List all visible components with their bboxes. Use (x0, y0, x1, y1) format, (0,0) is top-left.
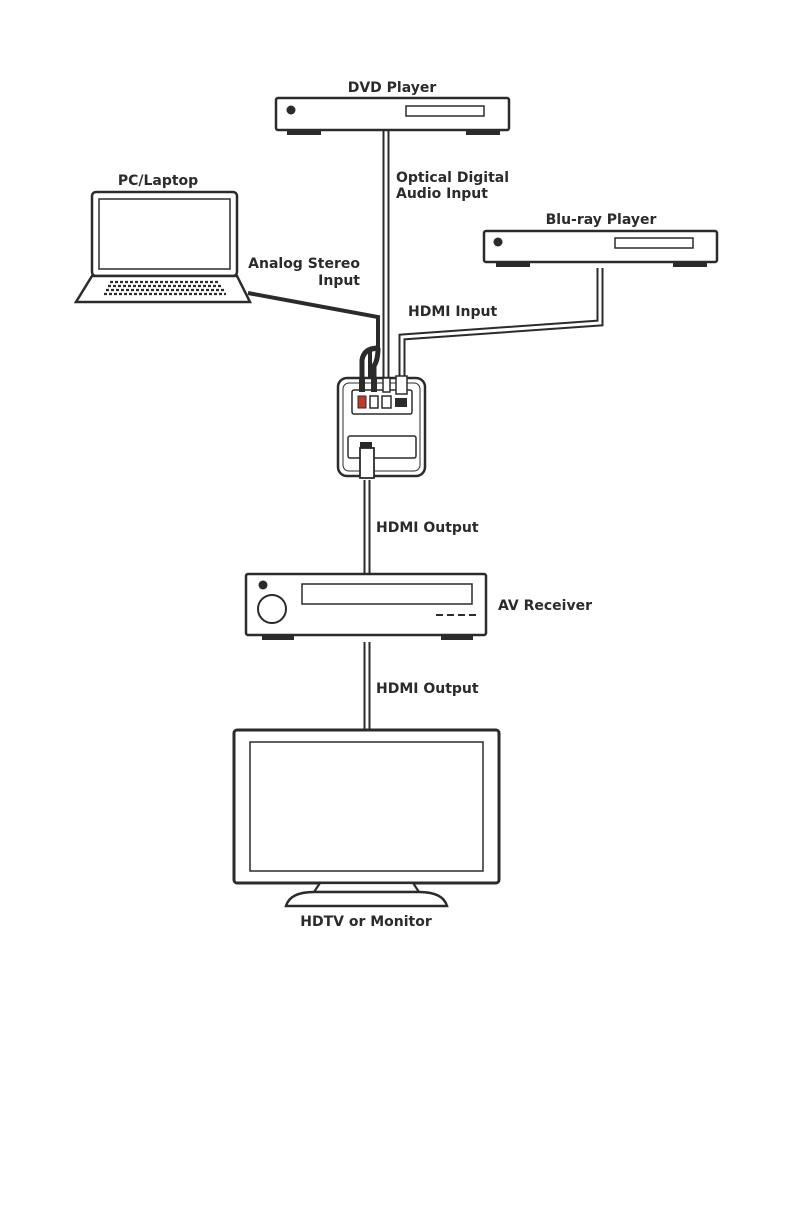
hdmi-out-plug (360, 448, 374, 478)
tv-neck (314, 883, 419, 892)
disc-tray-icon (406, 106, 484, 116)
hdmi-output-label-2: HDMI Output (376, 681, 479, 697)
hdmi-in-port-icon (395, 398, 407, 407)
hdtv-device (234, 730, 499, 906)
av-receiver-label: AV Receiver (498, 598, 592, 614)
hdtv-monitor-label: HDTV or Monitor (300, 914, 432, 930)
hdmi-input-cable (402, 268, 600, 378)
rca-plug-white (371, 378, 377, 392)
analog-label-line2: Input (318, 273, 360, 289)
hdmi-in-plug (396, 376, 407, 394)
power-button-icon (494, 238, 503, 247)
foot-icon (262, 635, 294, 640)
pc-laptop-label: PC/Laptop (118, 173, 198, 189)
foot-icon (441, 635, 473, 640)
tv-stand (286, 892, 447, 906)
optical-port-icon (382, 396, 391, 408)
foot-icon (673, 262, 707, 267)
hdmi-input-label: HDMI Input (408, 304, 498, 320)
av-receiver-device (246, 574, 486, 640)
converter-device (338, 376, 425, 478)
laptop-screen (99, 199, 230, 269)
bluray-player-device (484, 231, 717, 267)
power-button-icon (287, 106, 296, 115)
optical-label-line1: Optical Digital (396, 170, 509, 186)
analog-audio-cable (248, 293, 378, 380)
disc-tray-icon (615, 238, 693, 248)
analog-label-line1: Analog Stereo (248, 256, 360, 272)
output-port-panel (348, 436, 416, 458)
display-panel (302, 584, 472, 604)
white-audio-jack-icon (370, 396, 378, 408)
volume-knob-icon (258, 595, 286, 623)
hdmi-output-label-1: HDMI Output (376, 520, 479, 536)
red-audio-jack-icon (358, 396, 366, 408)
foot-icon (287, 130, 321, 135)
optical-plug (383, 378, 390, 392)
foot-icon (466, 130, 500, 135)
power-button-icon (259, 581, 268, 590)
rca-plug-red (359, 378, 365, 392)
foot-icon (496, 262, 530, 267)
dvd-player-device (276, 98, 509, 135)
optical-label-line2: Audio Input (396, 186, 488, 202)
bluray-player-label: Blu-ray Player (546, 212, 657, 228)
dvd-player-label: DVD Player (348, 80, 437, 96)
tv-screen (250, 742, 483, 871)
laptop-device (76, 192, 250, 302)
